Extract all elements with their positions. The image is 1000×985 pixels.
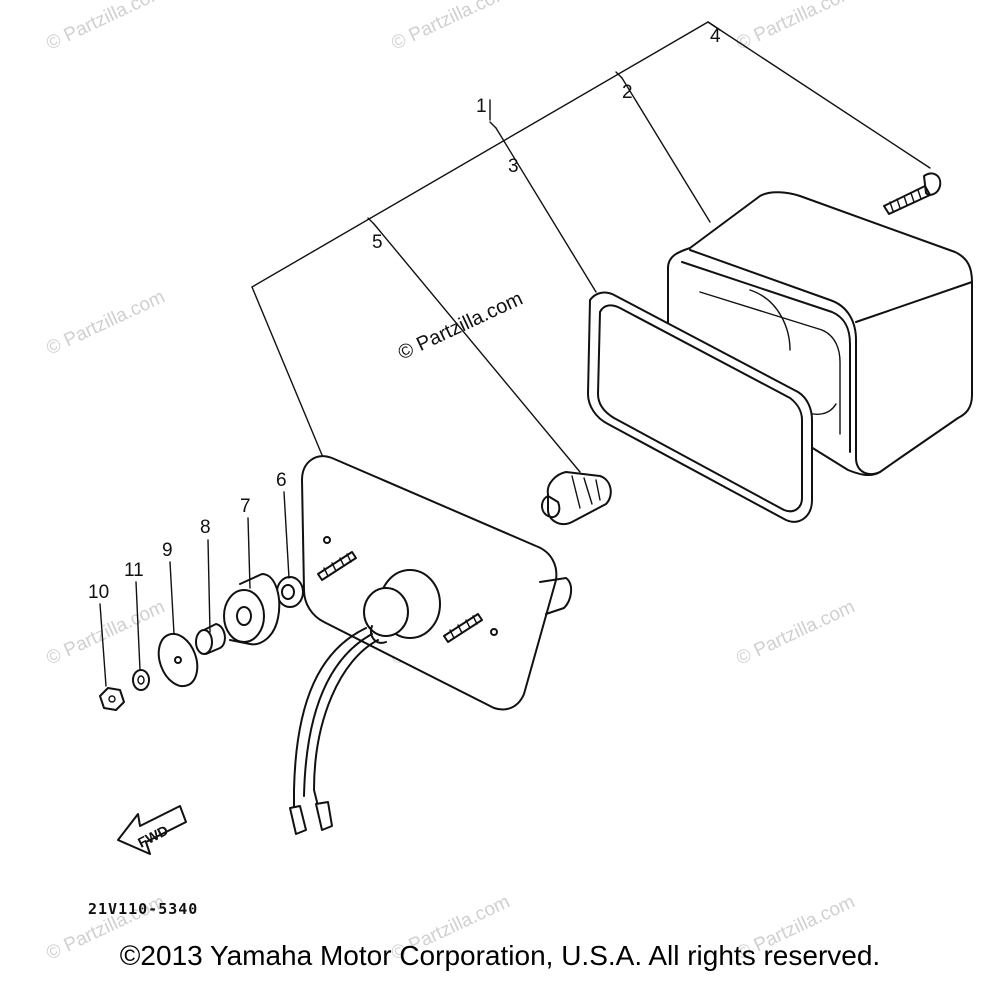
part-10-nut (99, 687, 125, 711)
watermark: © Partzilla.com (43, 596, 168, 669)
watermark: © Partzilla.com (733, 596, 858, 669)
drawing-code: 21V110-5340 (88, 900, 198, 918)
watermark: © Partzilla.com (388, 0, 513, 55)
part-9-plate-washer (157, 632, 199, 688)
part-4-screw (883, 172, 942, 215)
part-3-gasket (587, 291, 813, 523)
watermark-center: © Partzilla.com (395, 288, 526, 365)
callout-2: 2 (622, 82, 633, 103)
callout-6: 6 (276, 470, 287, 491)
watermark: © Partzilla.com (43, 286, 168, 359)
forward-direction-arrow: FWD (117, 805, 187, 855)
callout-numbers: 1 2 3 4 5 6 7 8 9 11 10 (88, 26, 721, 603)
callout-9: 9 (162, 540, 173, 561)
callout-5: 5 (372, 232, 383, 253)
callout-leaders (99, 491, 290, 687)
part-11-spring-washer (132, 669, 150, 691)
part-7-grommet (223, 573, 281, 646)
part-8-collar (195, 623, 226, 655)
callout-10: 10 (88, 582, 109, 603)
part-5-bulb (541, 471, 612, 526)
callout-1: 1 (476, 96, 487, 117)
assembly-leader-lines (251, 21, 931, 473)
watermark: © Partzilla.com (43, 0, 168, 55)
callout-3: 3 (508, 156, 519, 177)
callout-7: 7 (240, 496, 251, 517)
callout-11: 11 (124, 560, 144, 581)
copyright-notice: ©2013 Yamaha Motor Corporation, U.S.A. A… (119, 940, 881, 971)
watermark: © Partzilla.com (733, 0, 858, 55)
wiring-harness (289, 627, 379, 835)
base-plate (301, 455, 572, 711)
callout-8: 8 (200, 517, 211, 538)
part-6-washer (276, 576, 304, 608)
callout-4: 4 (710, 26, 721, 47)
